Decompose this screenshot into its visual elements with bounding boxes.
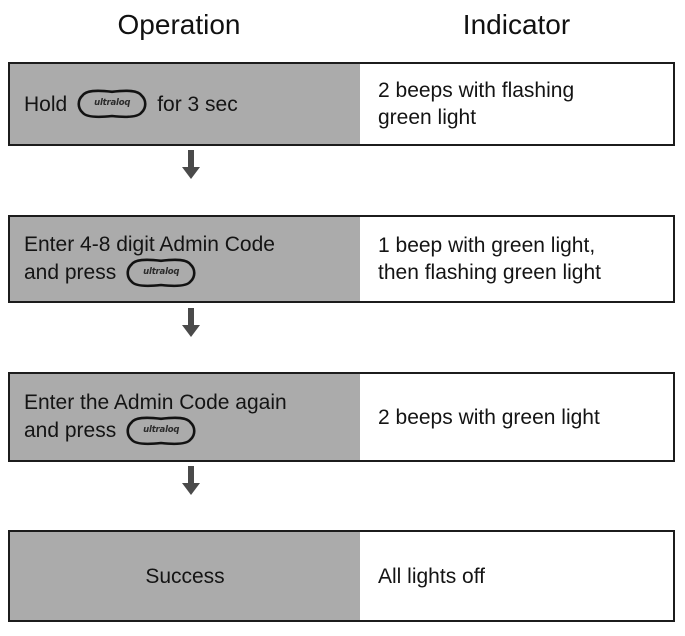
ultraloq-logo-icon [126, 257, 196, 287]
operation-cell-4: Success [10, 532, 360, 620]
ultraloq-logo-label: ultraloq [94, 97, 131, 108]
ultraloq-logo-button[interactable]: ultraloq [123, 415, 199, 446]
ultraloq-logo-button[interactable]: ultraloq [74, 89, 150, 119]
operation-prefix-4: Success [145, 564, 225, 588]
table-row: Enter 4-8 digit Admin Code and press ult… [8, 215, 675, 303]
ultraloq-logo-icon [77, 89, 147, 119]
column-header-indicator: Indicator [462, 9, 571, 40]
operation-prefix-1: Hold [24, 92, 68, 116]
ultraloq-logo-button[interactable]: ultraloq [123, 257, 199, 288]
table-row: Enter the Admin Code again and press ult… [8, 372, 675, 462]
indicator-text-3: 2 beeps with green light [378, 405, 600, 429]
operation-suffix-1: for 3 sec [157, 92, 238, 116]
operation-line1-2: Enter 4-8 digit Admin Code [24, 232, 275, 256]
operation-text-2: Enter 4-8 digit Admin Code and press ult… [24, 231, 346, 288]
operation-cell-1: Hold ultraloq for 3 sec [10, 64, 360, 144]
indicator-cell-1: 2 beeps with flashing green light [360, 64, 673, 144]
operation-cell-2: Enter 4-8 digit Admin Code and press ult… [10, 217, 360, 301]
flow-arrow-2-icon [181, 308, 201, 338]
indicator-text-2: 1 beep with green light, then flashing g… [378, 234, 601, 284]
flow-arrow-1-icon [181, 150, 201, 180]
operation-text-1: Hold ultraloq for 3 sec [24, 89, 238, 119]
operation-text-4: Success [24, 563, 346, 590]
operation-cell-3: Enter the Admin Code again and press ult… [10, 374, 360, 460]
indicator-cell-4: All lights off [360, 532, 673, 620]
indicator-cell-3: 2 beeps with green light [360, 374, 673, 460]
ultraloq-logo-label: ultraloq [143, 424, 180, 435]
operation-prefix-2: and press [24, 261, 117, 284]
table-row: Hold ultraloq for 3 sec 2 beeps with fla… [8, 62, 675, 146]
column-header-operation: Operation [117, 9, 241, 40]
indicator-text-4: All lights off [378, 564, 485, 588]
indicator-cell-2: 1 beep with green light, then flashing g… [360, 217, 673, 301]
operation-prefix-3: and press [24, 419, 117, 442]
operation-text-3: Enter the Admin Code again and press ult… [24, 389, 346, 446]
table-header: Operation Indicator [0, 0, 685, 52]
operation-line1-3: Enter the Admin Code again [24, 390, 287, 414]
indicator-text-1: 2 beeps with flashing green light [378, 79, 575, 129]
table-row: Success All lights off [8, 530, 675, 622]
ultraloq-logo-icon [126, 415, 196, 445]
flow-arrow-3-icon [181, 466, 201, 496]
ultraloq-logo-label: ultraloq [143, 266, 180, 277]
